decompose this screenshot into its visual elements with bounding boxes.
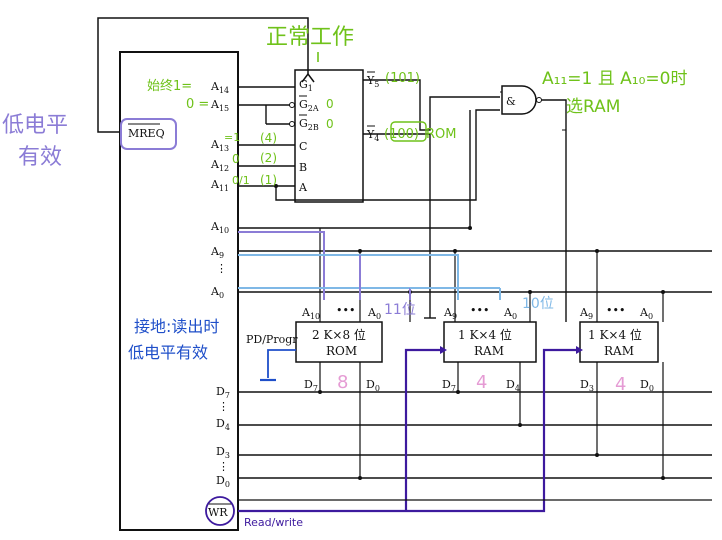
- note-normal-work: 正常工作: [266, 25, 354, 50]
- note-a11-val: 0/1: [232, 174, 250, 187]
- ram1-d4-label: D4: [506, 378, 520, 393]
- a11-and-wire: [275, 109, 500, 201]
- ram2-title: 1 K×4 位: [588, 327, 642, 342]
- note-ram1-4: 4: [476, 372, 487, 393]
- cpu-a11-label: A11: [210, 178, 229, 193]
- y5-wire: [363, 79, 500, 131]
- ram2-name: RAM: [604, 344, 634, 358]
- decoder-c-label: C: [299, 140, 307, 153]
- rom-pd-label: PD/Progr: [246, 333, 298, 346]
- note-n14: (4): [260, 131, 277, 145]
- decoder-b-label: B: [299, 161, 307, 174]
- cpu-d7-label: D7: [216, 385, 230, 400]
- rom-addr-dots: •••: [336, 304, 355, 317]
- note-g2b-zero: 0: [326, 117, 334, 131]
- cpu-a14-label: A14: [210, 80, 229, 95]
- cpu-block: [119, 51, 239, 531]
- and-gate: [501, 85, 537, 115]
- note-ground-1: 接地:读出时: [134, 317, 219, 336]
- note-read-write: Read/write: [244, 516, 303, 529]
- decoder-g2a-label: G2A: [299, 98, 319, 113]
- mreq-wire: [97, 17, 309, 133]
- and-out-ram1-cs: [541, 99, 567, 322]
- ram2-addr-dots: •••: [606, 304, 625, 317]
- ram1-a9-label: A9: [443, 306, 457, 321]
- rom-d0-label: D0: [366, 378, 380, 393]
- cpu-data-dots-1: ⋮: [218, 400, 229, 413]
- and-gate-symbol: &: [506, 95, 516, 108]
- ram1-title: 1 K×4 位: [458, 327, 512, 342]
- note-y4-rom: ROM: [426, 127, 456, 142]
- decoder-g1-label: G1: [299, 78, 313, 93]
- rom-a0-label: A0: [367, 306, 381, 321]
- cpu-a12-label: A12: [210, 158, 229, 173]
- cpu-a9-label: A9: [210, 245, 224, 260]
- note-ground-2: 低电平有效: [128, 343, 208, 362]
- ground-wire: [267, 349, 296, 378]
- note-y4-code: (100): [384, 127, 419, 142]
- decoder-a-label: A: [298, 181, 308, 194]
- ram2-a9-label: A9: [579, 306, 593, 321]
- ram1-name: RAM: [474, 344, 504, 358]
- note-zero-eq: 0 =: [186, 97, 209, 112]
- note-rom-8: 8: [337, 372, 348, 393]
- cpu-a0-label: A0: [210, 285, 224, 300]
- rom-title: 2 K×8 位: [312, 327, 366, 342]
- cpu-a10-label: A10: [210, 220, 229, 235]
- rom-d7-label: D7: [304, 378, 318, 393]
- wr-highlight: [205, 496, 235, 526]
- mreq-wire-arrow: [301, 72, 315, 83]
- ram2-d3-label: D3: [580, 378, 594, 393]
- mreq-label: MREQ: [128, 127, 165, 140]
- a10-highlight: [238, 231, 325, 300]
- note-g2a-zero: 0: [326, 97, 334, 111]
- note-low-level-2: 有效: [18, 145, 62, 170]
- cpu-data-dots-2: ⋮: [218, 460, 229, 473]
- cpu-d0-label: D0: [216, 474, 230, 489]
- note-a13-eq: =1: [224, 131, 240, 144]
- decoder-y5-label: Y5: [366, 74, 379, 89]
- cpu-a15-label: A15: [210, 98, 229, 113]
- note-low-level: 低电平: [2, 113, 68, 138]
- note-y5-code: (101): [385, 71, 420, 86]
- note-rom-bits: 11位: [384, 302, 416, 318]
- note-always-one: 始终1=: [147, 78, 192, 94]
- note-a12-zero: 0: [232, 152, 240, 166]
- rom-chip: [295, 321, 383, 363]
- cpu-a13-label: A13: [210, 138, 229, 153]
- rom-name: ROM: [326, 344, 357, 358]
- wr-wire: [238, 348, 580, 513]
- cpu-d3-label: D3: [216, 445, 230, 460]
- note-ram2-4: 4: [615, 374, 626, 395]
- note-ram-bits: 10位: [522, 296, 554, 312]
- ram2-d0-label: D0: [640, 378, 654, 393]
- cpu-addr-dots-1: ⋮: [216, 262, 227, 275]
- ram1-chip: [443, 321, 537, 363]
- decoder-g2b-label: G2B: [299, 117, 319, 132]
- note-sel-ram-1: A₁₁=1 且 A₁₀=0时: [542, 69, 687, 89]
- ram1-addr-dots: •••: [470, 304, 489, 317]
- rom-a10-label: A10: [301, 306, 320, 321]
- note-sel-ram-2: 选RAM: [566, 97, 620, 117]
- decoder-block: [294, 69, 364, 203]
- cpu-wr-label: WR: [208, 506, 228, 519]
- ram1-d7-label: D7: [442, 378, 456, 393]
- decoder-y4-label: Y4: [366, 128, 379, 143]
- cpu-d4-label: D4: [216, 417, 230, 432]
- ram2-chip: [579, 321, 659, 363]
- note-n12: (2): [260, 151, 277, 165]
- ram2-a0-label: A0: [639, 306, 653, 321]
- note-n11: (1): [260, 173, 277, 187]
- a9-highlight: [238, 254, 459, 300]
- y4-wire: [363, 133, 431, 318]
- ram1-a0-label: A0: [503, 306, 517, 321]
- mreq-highlight: [120, 118, 177, 150]
